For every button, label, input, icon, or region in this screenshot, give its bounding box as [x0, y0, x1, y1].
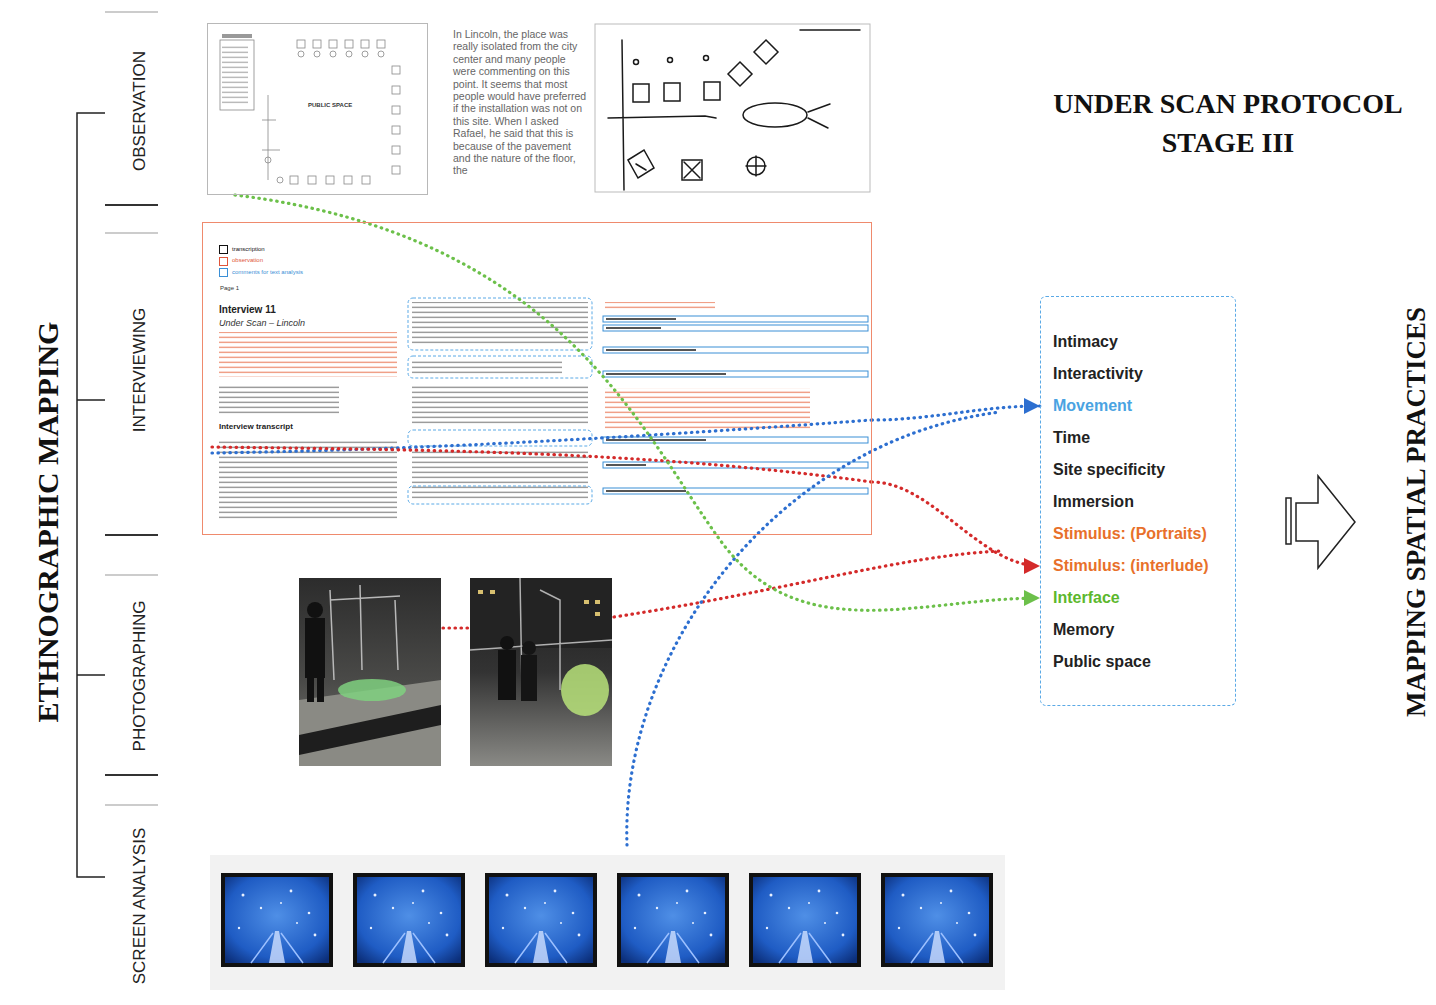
category-item: Interactivity: [1053, 364, 1143, 384]
category-item: Interface: [1053, 588, 1120, 608]
dotted-arrow: [872, 482, 1040, 566]
node-text: Page 1: [220, 285, 239, 292]
node-text: Under Scan – Lincoln: [219, 318, 305, 328]
block-arrow: [1286, 476, 1355, 568]
sketch-frame: [595, 24, 870, 192]
output-label: MAPPING SPATIAL PRACTICES: [1402, 307, 1432, 717]
screen-capture: [221, 873, 993, 967]
dotted-line: [212, 412, 1000, 845]
legend-sample: [219, 257, 228, 266]
category-item: Memory: [1053, 620, 1114, 640]
dotted-arrow: [872, 406, 1040, 420]
category-box: IntimacyInteractivityMovementTimeSite sp…: [1040, 296, 1236, 706]
section-label: OBSERVATION: [131, 51, 150, 171]
plan-panel: PUBLIC SPACE: [207, 23, 428, 195]
hand-sketch: [608, 30, 860, 190]
category-item: Site specificity: [1053, 460, 1165, 480]
site-plan: [220, 34, 400, 184]
separator-rules: [105, 12, 158, 805]
field-note: In Lincoln, the place was really isolate…: [453, 28, 587, 177]
photo: [299, 578, 441, 766]
category-item: Immersion: [1053, 492, 1134, 512]
category-item: Stimulus: (interlude): [1053, 556, 1209, 576]
node-text: Interview 11: [219, 304, 276, 316]
legend-text: observation: [232, 256, 263, 265]
group-label: ETHNOGRAPHIC MAPPING: [31, 322, 64, 723]
node-text: Interview transcript: [219, 422, 293, 431]
transcript-lines: [219, 298, 868, 520]
legend-text: transcription: [232, 245, 265, 254]
photo: [470, 578, 612, 766]
category-item: Public space: [1053, 652, 1151, 672]
section-label: INTERVIEWING: [131, 308, 150, 432]
node-text: PUBLIC SPACE: [308, 102, 352, 109]
screen-strip: [210, 855, 1005, 990]
dotted-arrow: [235, 195, 1040, 610]
legend-sample: [219, 245, 228, 254]
category-item: Stimulus: (Portraits): [1053, 524, 1207, 544]
title: UNDER SCAN PROTOCOL STAGE III: [1022, 84, 1434, 162]
section-label: SCREEN ANALYSIS: [131, 828, 150, 985]
section-label: PHOTOGRAPHING: [131, 601, 150, 752]
legend-text: comments for text analysis: [232, 268, 303, 277]
category-item: Intimacy: [1053, 332, 1118, 352]
category-item: Time: [1053, 428, 1090, 448]
legend-sample: [219, 268, 228, 277]
category-item: Movement: [1053, 396, 1132, 416]
bracket: [77, 113, 105, 877]
